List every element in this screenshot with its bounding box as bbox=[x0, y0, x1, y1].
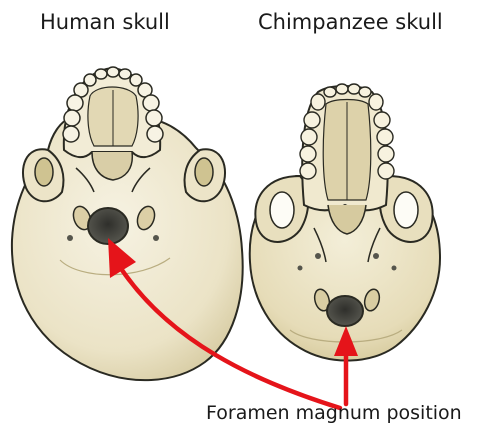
chimpanzee-skull bbox=[250, 84, 440, 361]
chimp-foramen-magnum bbox=[327, 296, 363, 326]
human-foramen-magnum bbox=[88, 208, 128, 244]
human-skull bbox=[12, 67, 243, 380]
foramen-magnum-caption: Foramen magnum position bbox=[206, 402, 462, 424]
